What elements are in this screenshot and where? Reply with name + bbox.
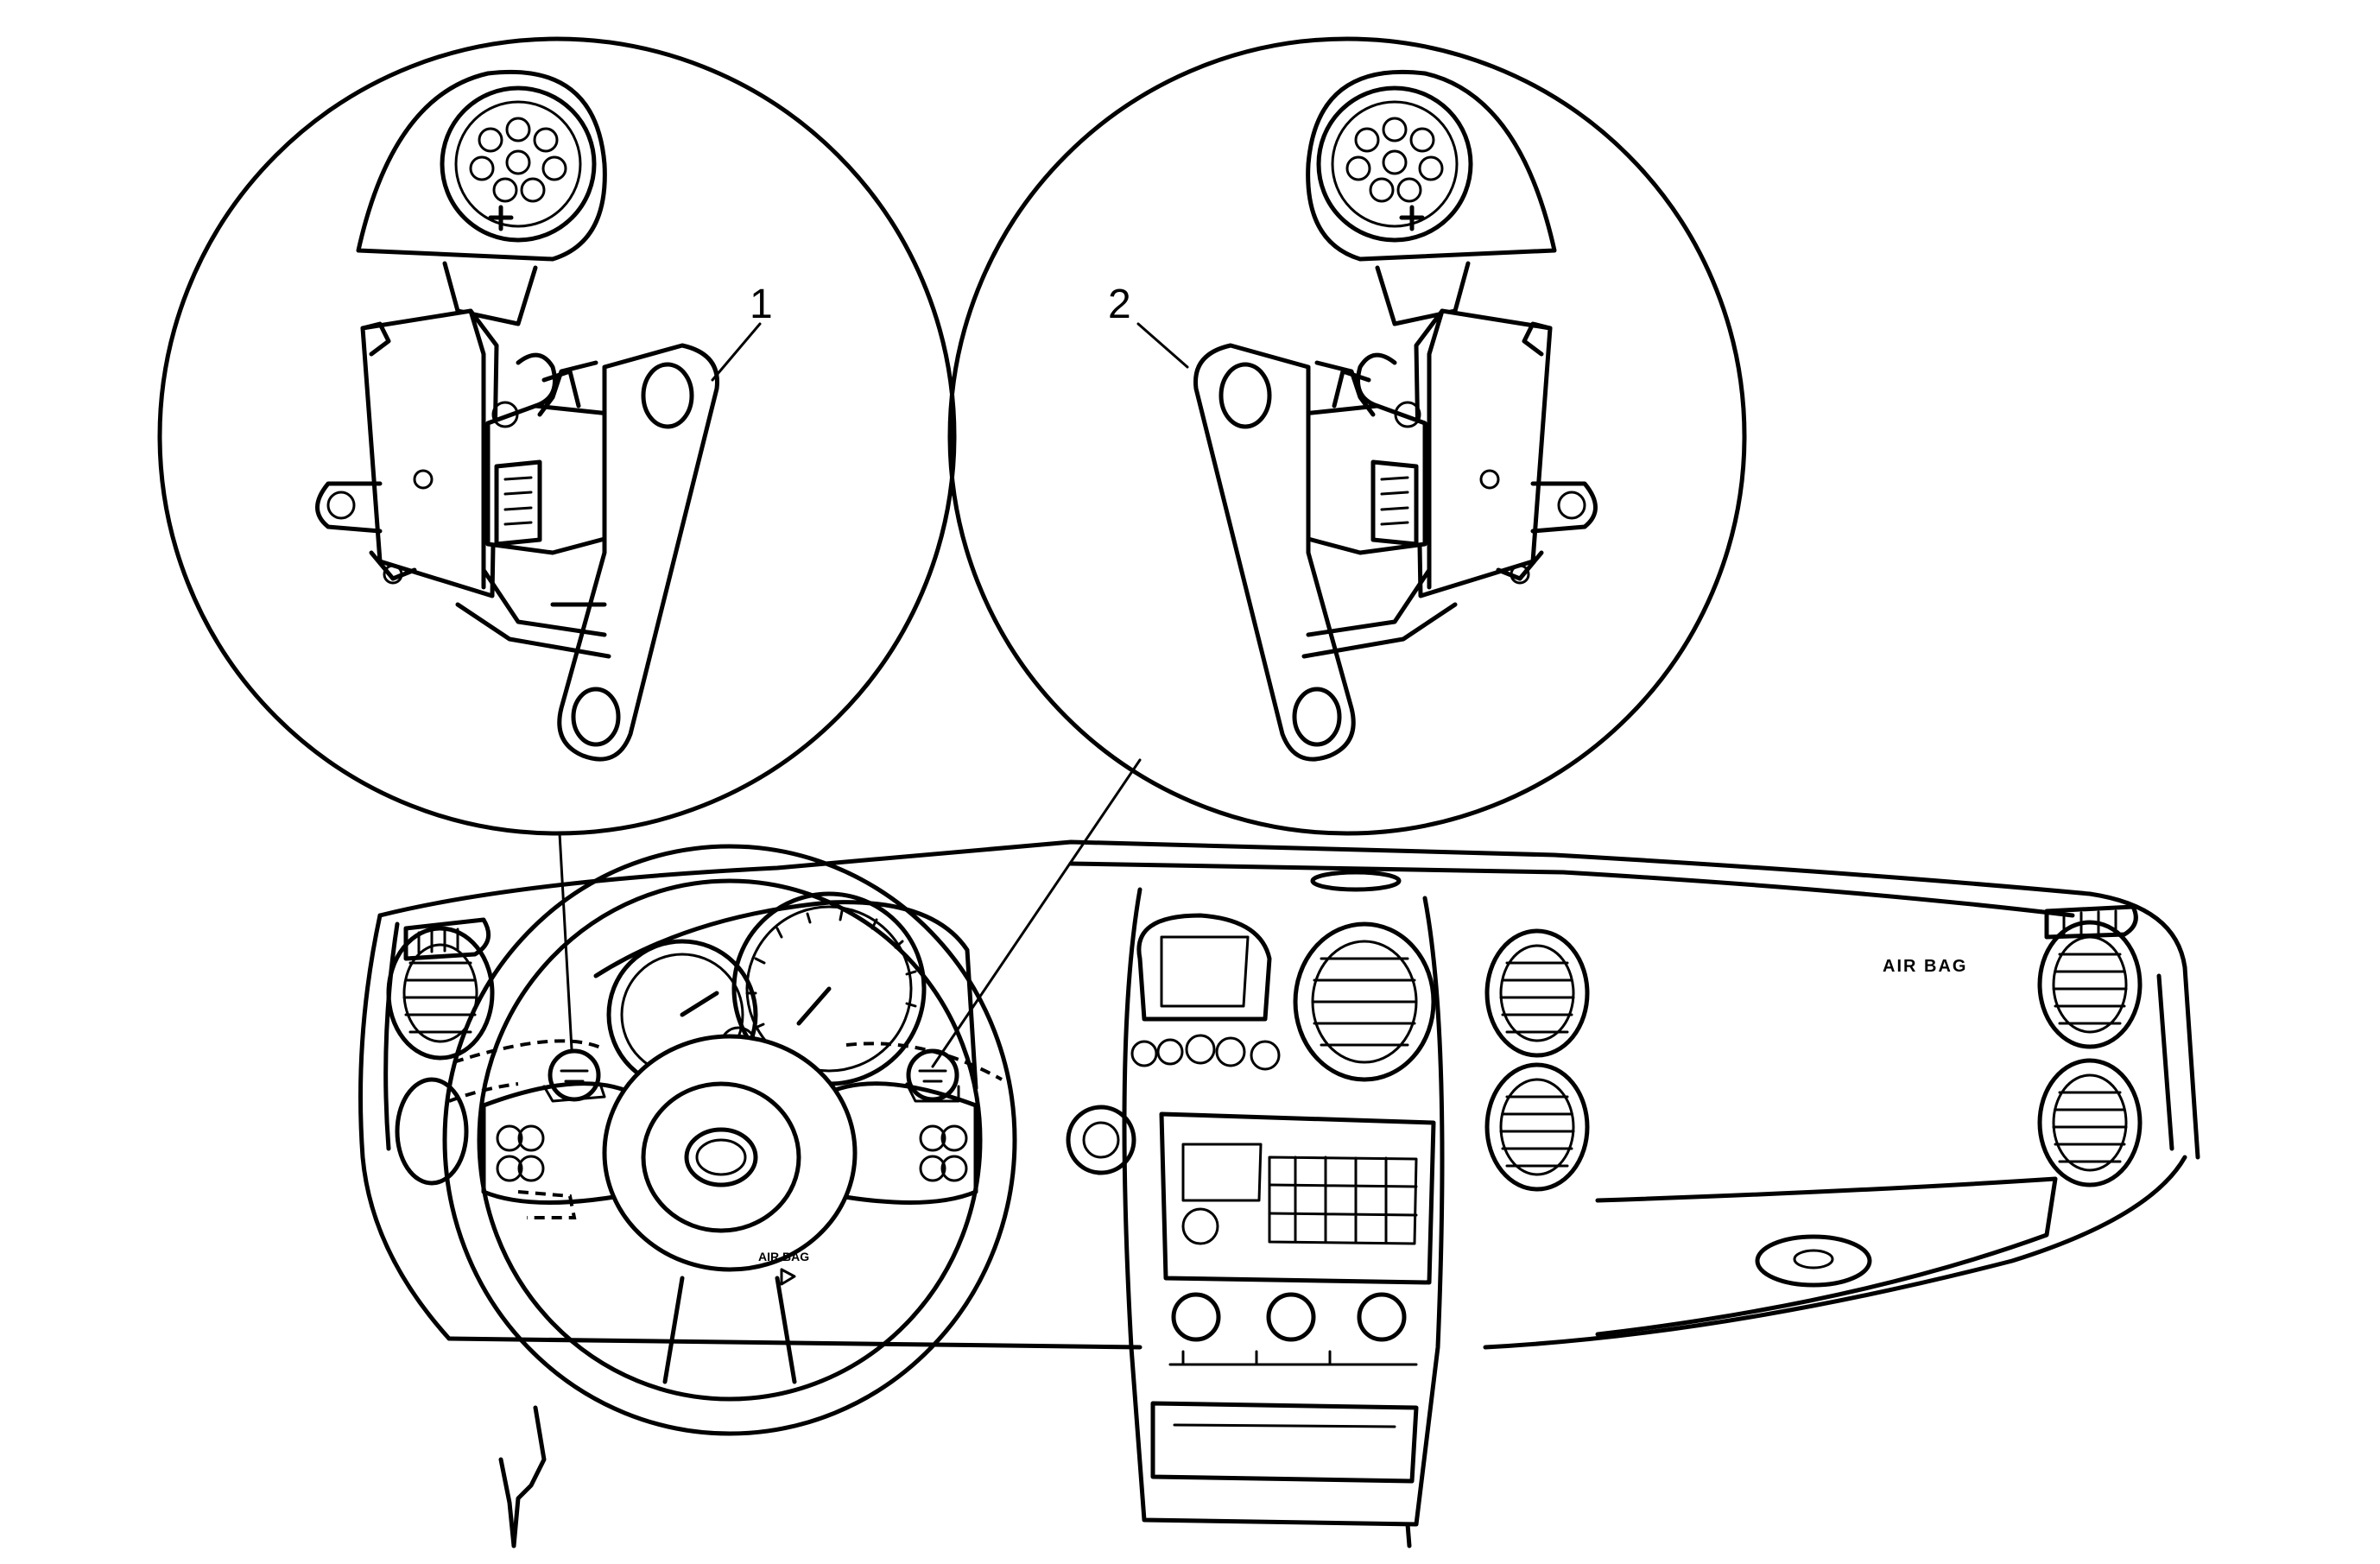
- button-dots: [469, 117, 567, 203]
- callout-number-1: 1: [750, 282, 773, 327]
- switch-row: [1130, 1034, 1281, 1071]
- callout-number-2: 2: [1108, 282, 1131, 327]
- left-outboard-vent: [386, 917, 495, 1186]
- wheel-switch-left: [542, 1048, 606, 1103]
- wheel-switch-right: [905, 1048, 960, 1103]
- climate-controls: [1168, 1292, 1418, 1366]
- button-dots-right: [1345, 117, 1444, 203]
- center-stack: [1066, 887, 1445, 1548]
- passenger-airbag-label: AIR BAG: [1883, 957, 1967, 976]
- instrument-panel: AIR BAG: [358, 839, 2200, 1548]
- left-spoke-buttons: [496, 1124, 545, 1182]
- detail-circle-right: 2: [947, 36, 1747, 836]
- detail-circle-left: 1: [157, 36, 957, 836]
- passenger-side: AIR BAG: [1310, 870, 2143, 1337]
- steering-airbag-label: AIR BAG: [758, 1250, 809, 1263]
- radio-head-unit: [1159, 1111, 1436, 1285]
- right-switch-assembly: [1193, 69, 1598, 762]
- right-spoke-buttons: [919, 1124, 968, 1182]
- left-switch-assembly: [315, 69, 719, 762]
- steering-wheel: AIR BAG: [442, 844, 1017, 1548]
